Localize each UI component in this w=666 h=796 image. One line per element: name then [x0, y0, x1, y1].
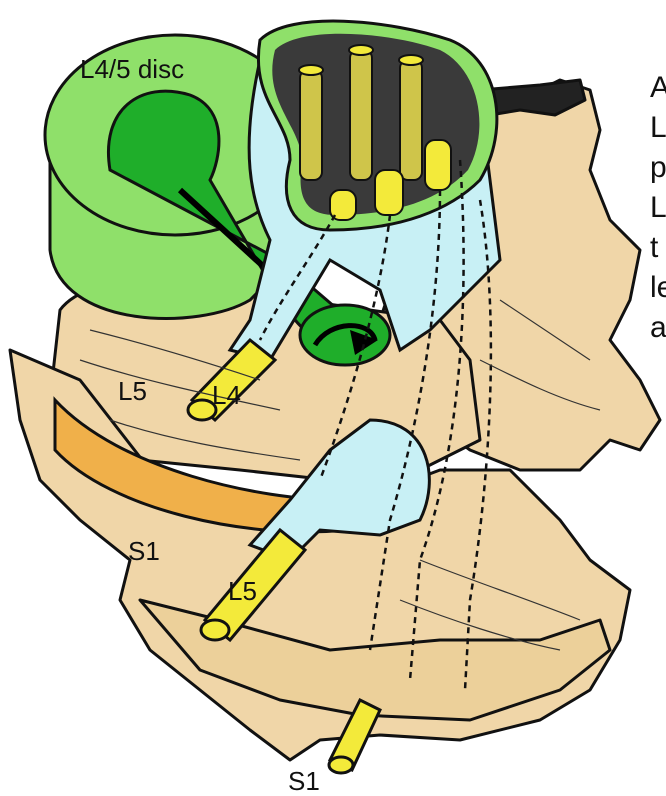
- side-text-line: A: [650, 68, 666, 108]
- side-text-line: p: [650, 148, 666, 188]
- side-caption-fragment: A L p L t le a: [650, 68, 666, 348]
- label-nerve-root-l4: L4: [212, 380, 241, 410]
- label-nerve-root-s1: S1: [288, 766, 320, 796]
- herniated-fragment: [300, 305, 390, 365]
- side-text-line: L: [650, 188, 666, 228]
- side-text-line: le: [650, 268, 666, 308]
- label-l4-5-disc: L4/5 disc: [80, 54, 184, 84]
- root-cut-2: [375, 170, 403, 215]
- root-cut-3: [425, 140, 451, 190]
- side-text-line: L: [650, 108, 666, 148]
- label-nerve-root-l5: L5: [228, 576, 257, 606]
- label-vertebra-s1: S1: [128, 536, 160, 566]
- herniation-bulge: [300, 305, 390, 365]
- label-vertebra-l5: L5: [118, 376, 147, 406]
- side-text-line: t: [650, 228, 666, 268]
- side-text-line: a: [650, 308, 666, 348]
